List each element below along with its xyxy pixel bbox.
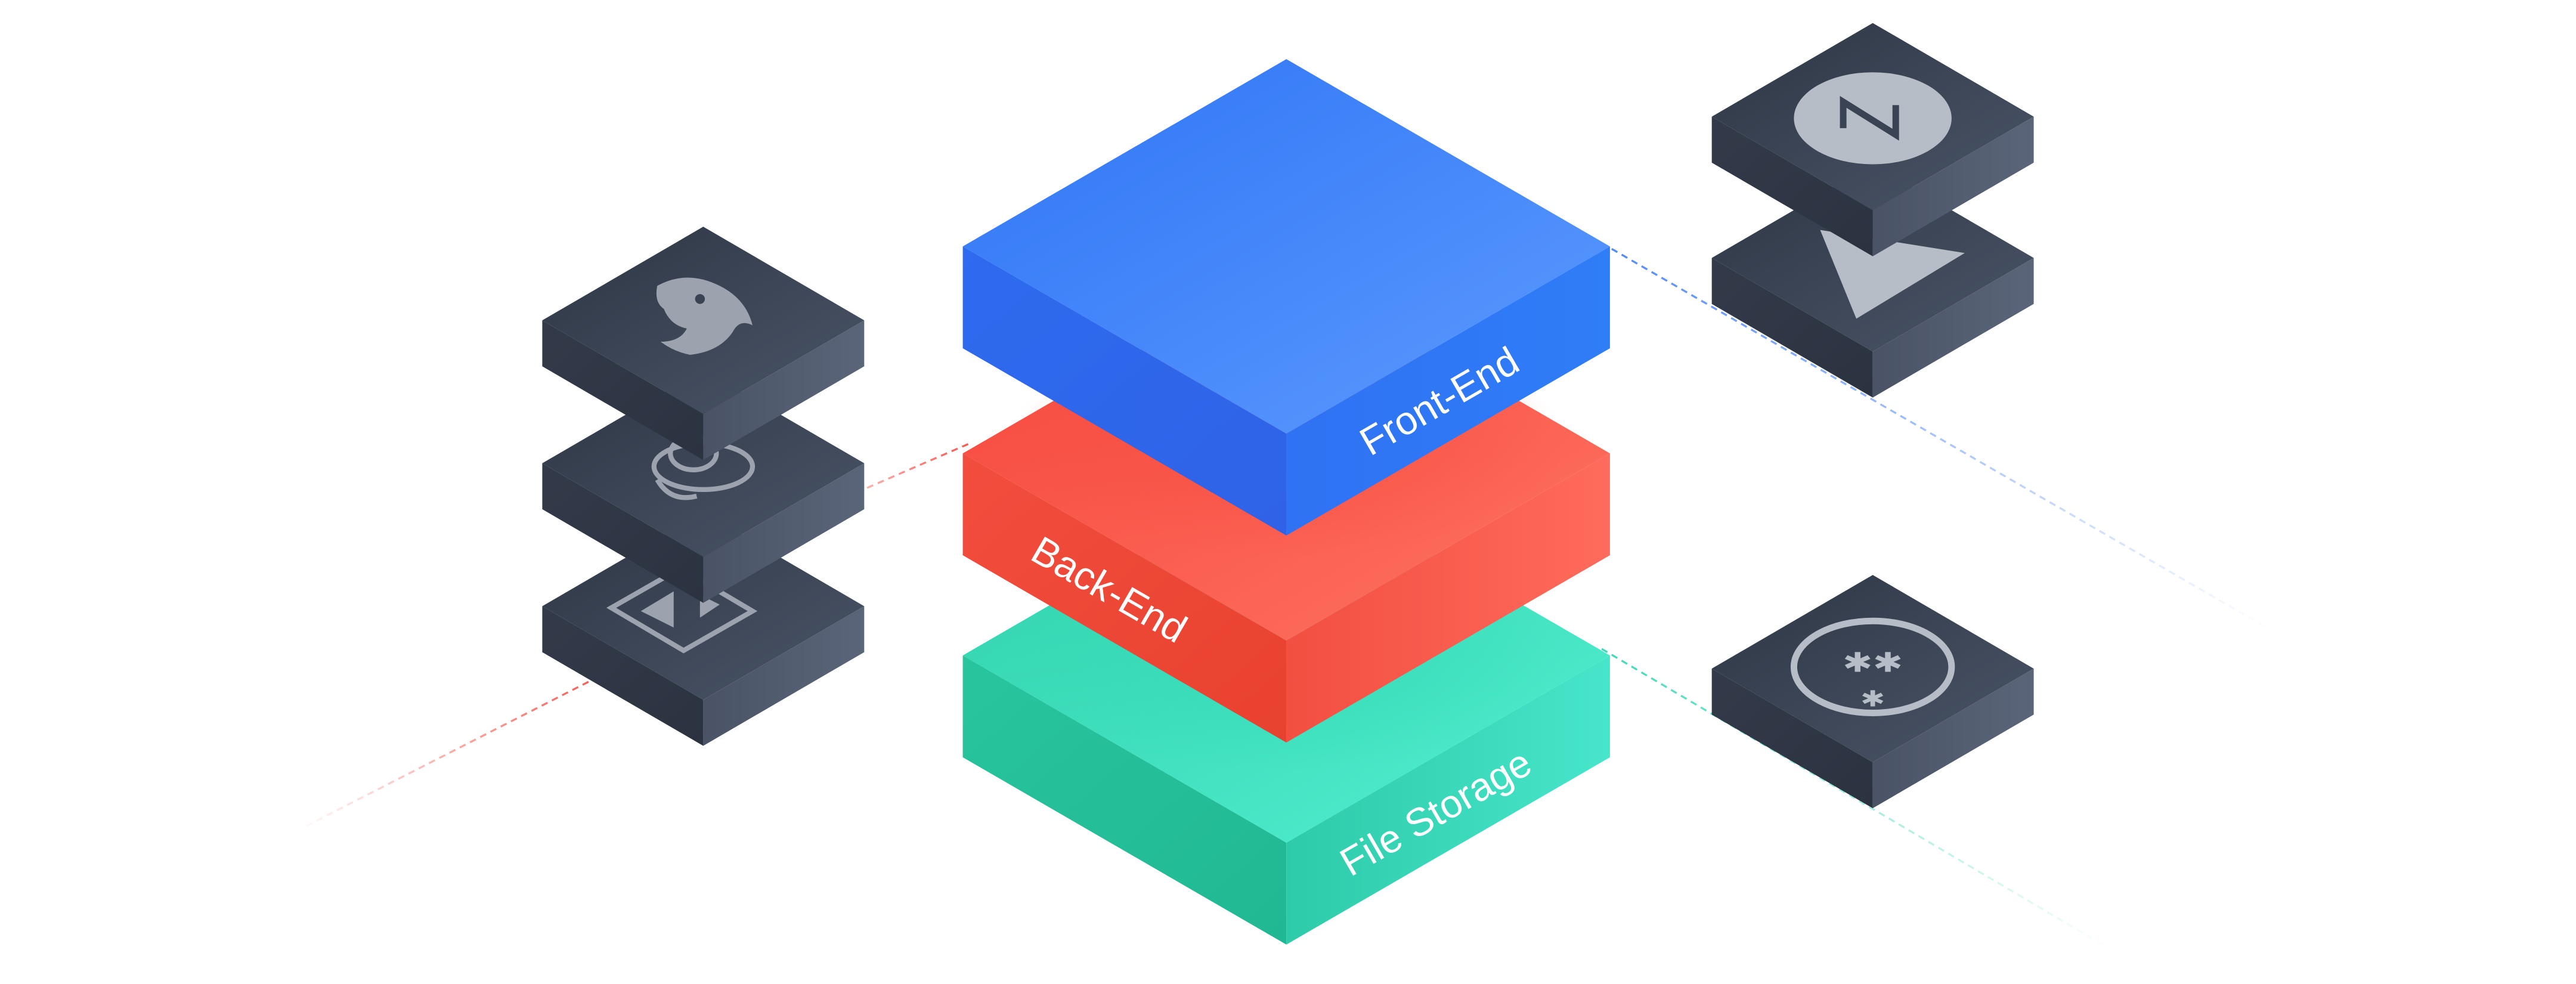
nestjs-tile bbox=[542, 227, 865, 460]
svg-text:✱✱: ✱✱ bbox=[1843, 646, 1903, 678]
vercel-tile bbox=[1711, 164, 2034, 398]
backend-left-face bbox=[962, 453, 1287, 743]
storage-left-face bbox=[962, 655, 1287, 945]
svg-text:✱: ✱ bbox=[1860, 686, 1885, 712]
frontend-right-face bbox=[1286, 246, 1610, 536]
nextjs-tile bbox=[1711, 23, 2034, 256]
connector-line-storage bbox=[1601, 648, 2111, 951]
vercel-icon bbox=[1820, 230, 1965, 319]
backend-right-face bbox=[1286, 453, 1610, 743]
password-icon: ✱✱ ✱ bbox=[1790, 617, 1955, 717]
nextjs-icon bbox=[1794, 72, 1952, 165]
connector-line-backend bbox=[295, 672, 605, 833]
storage-right-face bbox=[1286, 655, 1610, 945]
left-tile-stack bbox=[542, 227, 865, 746]
prisma-tile bbox=[542, 512, 865, 746]
frontend-left-face bbox=[962, 246, 1287, 536]
nestjs-icon bbox=[656, 277, 753, 355]
password-tile: ✱✱ ✱ bbox=[1711, 575, 2034, 809]
connector-line-frontend bbox=[1601, 242, 2276, 633]
right-tile-stack: ✱✱ ✱ bbox=[1711, 23, 2034, 809]
